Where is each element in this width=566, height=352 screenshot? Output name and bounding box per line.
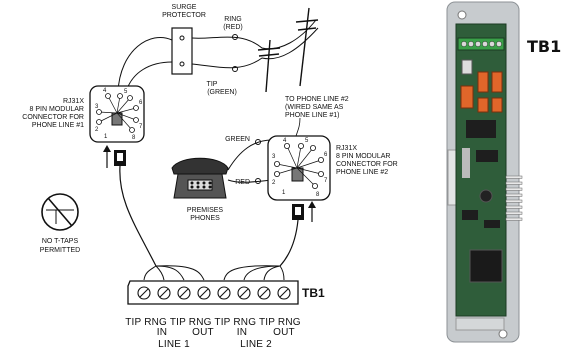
green-label: GREEN — [225, 136, 250, 143]
line2-note-1: TO PHONE LINE #2 — [285, 96, 349, 103]
out-1-label: OUT — [192, 327, 214, 338]
tip-label-2: (GREEN) — [207, 89, 237, 96]
premises-label-1: PREMISES — [187, 207, 224, 214]
rj2-pin-6: 6 — [324, 152, 328, 158]
tb1-diagram-label: TB1 — [302, 286, 325, 300]
rj1-pin-2: 2 — [95, 127, 99, 133]
no-t-taps-label-1: NO T-TAPS — [42, 238, 79, 245]
ring-label-1: RING — [224, 16, 242, 23]
line-1-label: LINE 1 — [158, 339, 190, 350]
premises-label-2: PHONES — [190, 215, 220, 222]
relay-right — [491, 71, 503, 93]
line2-note-3: PHONE LINE #1) — [285, 112, 339, 119]
module-photo — [446, 1, 523, 343]
rj2-label-2: 8 PIN MODULAR — [336, 153, 390, 160]
plug-1 — [103, 145, 157, 267]
telephone-poles — [257, 7, 319, 93]
rj1-pin-6: 6 — [139, 100, 143, 106]
tb1-photo-label: TB1 — [527, 37, 561, 56]
phone-icon — [171, 157, 229, 199]
no-t-taps-label-2: PERMITTED — [40, 247, 80, 254]
rj2-pin-3: 3 — [272, 154, 276, 160]
rj1-pin-7: 7 — [139, 124, 143, 130]
in-1-label: IN — [157, 327, 167, 338]
relay-left — [460, 85, 474, 109]
rj1-label-2: 8 PIN MODULAR — [30, 106, 84, 113]
rj1-pin-5: 5 — [124, 89, 128, 95]
no-t-taps-icon — [41, 193, 79, 231]
rj2-pin-4: 4 — [283, 138, 287, 144]
rj2-pin-2: 2 — [272, 180, 276, 186]
rj1-label-1: RJ31X — [63, 98, 84, 105]
red-label: RED — [235, 179, 250, 186]
terminal-block-tb1 — [127, 280, 299, 305]
terminal-row-label: TIP RNG TIP RNG TIP RNG TIP RNG — [125, 317, 301, 328]
ring-label-2: (RED) — [223, 24, 242, 31]
rj1-pin-8: 8 — [132, 135, 136, 141]
rj1-pin-1: 1 — [104, 134, 108, 140]
plug-2 — [279, 201, 316, 267]
out-2-label: OUT — [273, 327, 295, 338]
rj1-label-3: CONNECTOR FOR — [22, 114, 84, 121]
rj2-pin-8: 8 — [316, 192, 320, 198]
tip-label-1: TIP — [207, 81, 218, 88]
rj2-label-4: PHONE LINE #2 — [336, 169, 388, 176]
rj2-pin-7: 7 — [324, 178, 328, 184]
surge-protector-box — [171, 27, 193, 75]
relay-mid — [477, 71, 489, 93]
rj1-pin-4: 4 — [103, 88, 107, 94]
rj1-label-4: PHONE LINE #1 — [32, 122, 84, 129]
rj31x-connector-2: 3 2 4 5 6 7 1 8 — [267, 135, 331, 201]
main-chip — [469, 249, 503, 283]
in-2-label: IN — [237, 327, 247, 338]
line-2-label: LINE 2 — [240, 339, 272, 350]
header-pins — [505, 175, 523, 221]
rj31x-connector-1: 3 2 4 5 6 7 1 8 — [89, 85, 145, 143]
rj2-pin-5: 5 — [305, 138, 309, 144]
surge-label-1: SURGE — [172, 4, 197, 11]
rj2-label-3: CONNECTOR FOR — [336, 161, 398, 168]
rj1-pin-3: 3 — [95, 104, 99, 110]
line2-note-2: (WIRED SAME AS — [285, 104, 344, 111]
surge-label-2: PROTECTOR — [162, 12, 206, 19]
rj2-label-1: RJ31X — [336, 145, 357, 152]
rj2-pin-1: 1 — [282, 190, 286, 196]
